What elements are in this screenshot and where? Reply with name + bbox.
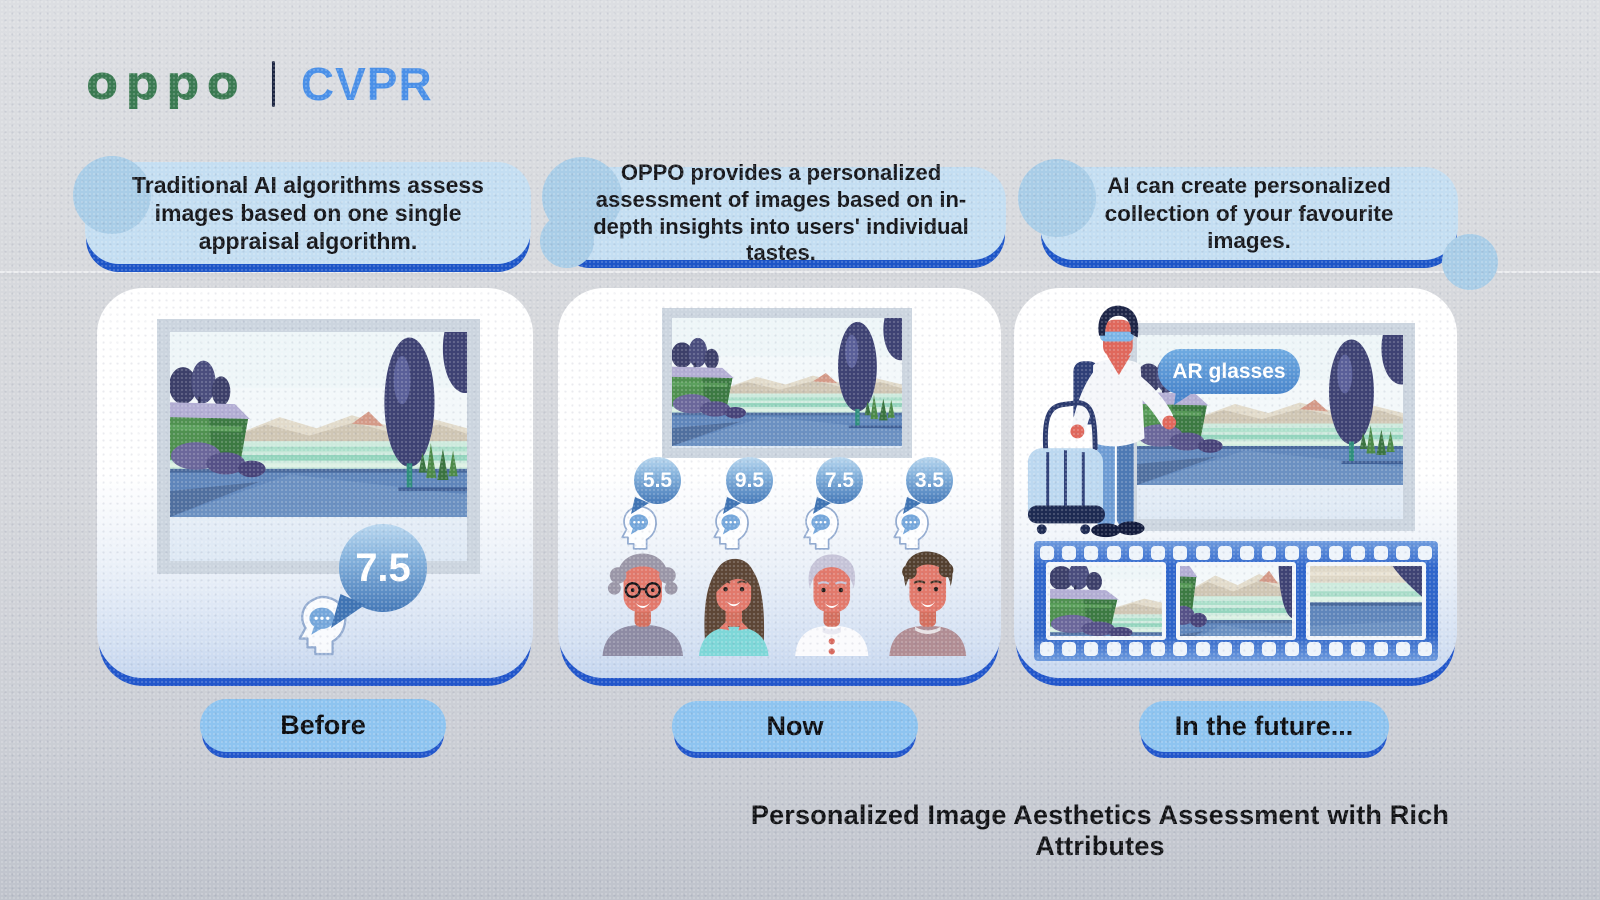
landscape-image xyxy=(170,332,467,517)
poster-title: Personalized Image Aesthetics Assessment… xyxy=(750,800,1450,861)
head-chat-icon xyxy=(887,504,933,552)
film-perforation xyxy=(1262,546,1277,560)
film-perforations-top xyxy=(1040,546,1432,560)
film-frame-cliff xyxy=(1046,562,1166,640)
film-perforation xyxy=(1195,642,1210,656)
decorative-circle xyxy=(540,214,594,268)
film-perforation xyxy=(1284,642,1299,656)
film-perforation xyxy=(1240,546,1255,560)
label-now: Now xyxy=(672,701,918,752)
ai-score-bubble: 7.5 xyxy=(331,524,427,628)
head-chat-icon xyxy=(797,504,843,552)
film-perforation xyxy=(1062,642,1077,656)
ai-score-value: 7.5 xyxy=(355,545,411,590)
film-frame-mountains xyxy=(1176,562,1296,640)
film-perforation xyxy=(1062,546,1077,560)
film-perforation xyxy=(1417,642,1432,656)
header-brand-row: oppo CVPR xyxy=(86,56,433,111)
traveler-illustration xyxy=(1022,300,1190,552)
film-perforation xyxy=(1128,642,1143,656)
card-before: 7.5 xyxy=(97,288,533,678)
ar-glasses-label: AR glasses xyxy=(1172,359,1286,383)
label-before-text: Before xyxy=(280,710,366,740)
film-perforation xyxy=(1151,642,1166,656)
head-chat-icon xyxy=(707,504,753,552)
decorative-circle xyxy=(1442,234,1498,290)
film-perforation xyxy=(1351,546,1366,560)
label-before: Before xyxy=(200,699,446,752)
brand-divider-bar xyxy=(271,60,275,107)
film-perforation xyxy=(1106,642,1121,656)
ar-glasses-tag: AR glasses xyxy=(1158,349,1300,405)
user-score-value: 7.5 xyxy=(824,468,855,492)
film-perforation xyxy=(1373,642,1388,656)
film-perforation xyxy=(1040,642,1054,656)
film-perforation xyxy=(1395,642,1410,656)
film-perforation xyxy=(1329,546,1344,560)
speech-bubble-future: AI can create personalized collection of… xyxy=(1018,159,1498,290)
film-perforation xyxy=(1173,546,1188,560)
background-divider xyxy=(0,271,1600,273)
film-perforation xyxy=(1240,642,1255,656)
film-perforations-bottom xyxy=(1040,642,1432,656)
user-score-bubble: 3.5 xyxy=(903,457,953,514)
photo-frame xyxy=(157,319,480,574)
film-perforation xyxy=(1040,546,1054,560)
oppo-logo: oppo xyxy=(86,56,246,111)
film-perforation xyxy=(1306,642,1321,656)
card-future: AR glasses xyxy=(1014,288,1457,678)
film-frame-shore xyxy=(1306,562,1426,640)
film-frames xyxy=(1040,562,1432,640)
film-perforation xyxy=(1373,546,1388,560)
speech-bubble-future-text: AI can create personalized collection of… xyxy=(1104,173,1394,254)
film-perforation xyxy=(1173,642,1188,656)
film-perforation xyxy=(1217,546,1232,560)
film-strip xyxy=(1034,541,1438,661)
user-score-bubble: 9.5 xyxy=(723,457,773,514)
user-score-value: 5.5 xyxy=(642,468,673,492)
speech-bubble-now: OPPO provides a personalized assessment … xyxy=(540,157,1006,268)
film-perforation xyxy=(1284,546,1299,560)
film-perforation xyxy=(1106,546,1121,560)
speech-bubble-before: Traditional AI algorithms assess images … xyxy=(73,156,531,264)
film-perforation xyxy=(1128,546,1143,560)
avatar-older-man xyxy=(786,548,882,656)
user-score-value: 9.5 xyxy=(734,468,765,492)
film-perforation xyxy=(1306,546,1321,560)
film-perforation xyxy=(1262,642,1277,656)
user-score-value: 3.5 xyxy=(914,468,945,492)
card-now: 5.5 9.5 7.5 3.5 xyxy=(558,288,1001,678)
label-now-text: Now xyxy=(766,711,824,741)
speech-bubble-now-text: OPPO provides a personalized assessment … xyxy=(593,159,969,266)
film-perforation xyxy=(1395,546,1410,560)
user-score-bubble: 5.5 xyxy=(631,457,681,514)
film-perforation xyxy=(1329,642,1344,656)
avatar-woman xyxy=(688,548,790,656)
film-perforation xyxy=(1417,546,1432,560)
user-score-bubble: 7.5 xyxy=(813,457,863,514)
film-perforation xyxy=(1351,642,1366,656)
label-future-text: In the future... xyxy=(1174,711,1354,741)
film-perforation xyxy=(1217,642,1232,656)
film-perforation xyxy=(1195,546,1210,560)
label-future: In the future... xyxy=(1139,701,1389,752)
head-chat-icon xyxy=(615,504,661,552)
film-perforation xyxy=(1084,642,1099,656)
photo-frame xyxy=(662,308,912,458)
avatar-elderly-person xyxy=(597,548,693,656)
landscape-image xyxy=(672,318,902,446)
avatar-young-man xyxy=(882,548,978,656)
speech-bubble-before-text: Traditional AI algorithms assess images … xyxy=(132,171,484,255)
cvpr-logo: CVPR xyxy=(300,57,433,110)
film-perforation xyxy=(1084,546,1099,560)
film-perforation xyxy=(1151,546,1166,560)
